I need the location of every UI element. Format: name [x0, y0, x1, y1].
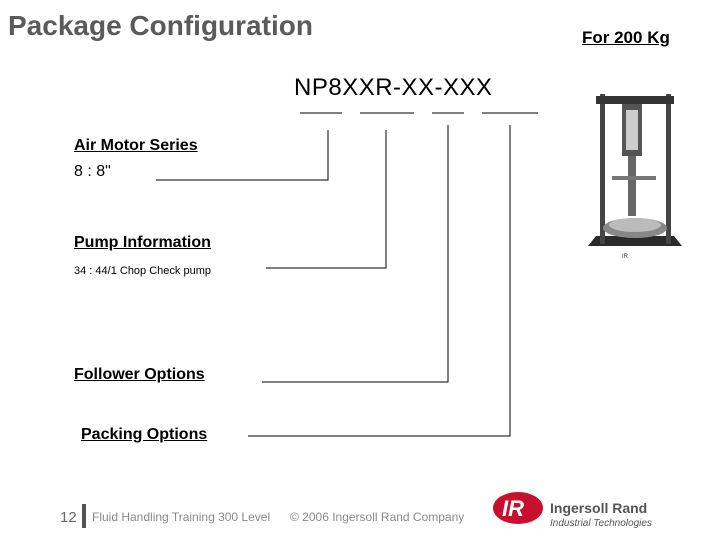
pump-connector	[266, 130, 386, 268]
course-title: Fluid Handling Training 300 Level	[92, 510, 270, 524]
pump-label: Pump Information	[74, 234, 211, 252]
svg-text:IR: IR	[622, 254, 629, 260]
brand-tagline: Industrial Technologies	[550, 518, 652, 529]
brand-name: Ingersoll Rand	[550, 500, 647, 516]
pump-package-photo-icon: IR	[582, 86, 688, 262]
svg-text:IR: IR	[502, 496, 524, 521]
air-motor-label: Air Motor Series	[74, 137, 198, 155]
packing-connector	[248, 125, 510, 436]
follower-connector	[262, 125, 448, 382]
packing-label: Packing Options	[81, 426, 207, 444]
ir-logo-icon: IR	[492, 488, 544, 528]
follower-label: Follower Options	[74, 366, 205, 384]
copyright: © 2006 Ingersoll Rand Company	[290, 510, 464, 524]
footer-divider	[82, 504, 86, 528]
air-motor-value: 8 : 8"	[74, 163, 111, 181]
pump-value: 34 : 44/1 Chop Check pump	[74, 265, 211, 277]
page-number: 12	[60, 509, 77, 526]
